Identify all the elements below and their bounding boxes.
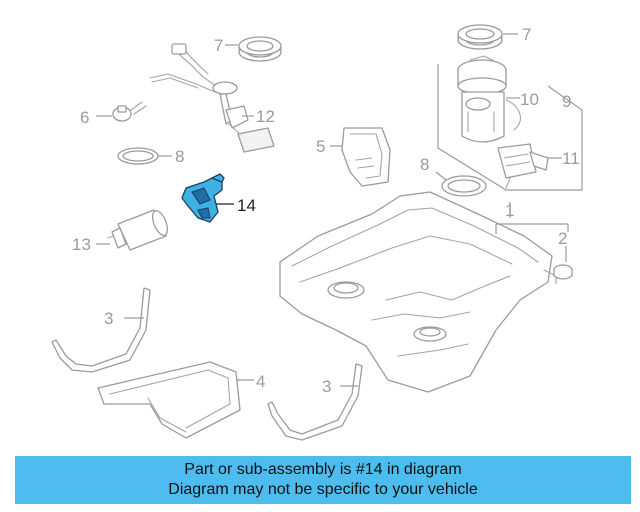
- callout-12: 12: [256, 107, 275, 126]
- banner-line-2: Diagram may not be specific to your vehi…: [168, 481, 478, 498]
- callout-1: 1: [505, 201, 514, 220]
- info-banner: Part or sub-assembly is #14 in diagram D…: [15, 456, 631, 504]
- leader-line: [435, 171, 447, 181]
- cap-part: [553, 264, 573, 280]
- shield-plate-part: [97, 361, 241, 439]
- seal-ring-part: [441, 175, 487, 197]
- callout-5: 5: [316, 137, 325, 156]
- fuel-sender-part: [149, 43, 275, 153]
- seal-ring-part: [117, 147, 159, 165]
- callout-10: 10: [520, 90, 539, 109]
- bracket-part: [341, 127, 391, 187]
- callout-2: 2: [558, 229, 567, 248]
- callout-14: 14: [237, 196, 256, 215]
- level-sender-part: [497, 143, 549, 189]
- callout-9: 9: [562, 92, 571, 111]
- callout-7-right: 7: [522, 25, 531, 44]
- callout-7: 7: [214, 36, 223, 55]
- connector-part: [112, 101, 147, 122]
- callout-6: 6: [80, 108, 89, 127]
- fuel-pump-bracket-highlighted: [181, 173, 225, 223]
- lock-ring-part: [238, 36, 282, 62]
- callout-4: 4: [256, 372, 265, 391]
- strap-part: [51, 287, 151, 373]
- lock-ring-part: [457, 24, 503, 50]
- fuel-tank-part: [279, 191, 557, 393]
- callout-3-left: 3: [104, 309, 113, 328]
- parts-diagram: 7 12 6 8 5 14: [51, 24, 583, 441]
- callout-11: 11: [562, 149, 580, 168]
- callout-8: 8: [175, 147, 184, 166]
- callout-13: 13: [72, 235, 91, 254]
- group-outline: [437, 64, 583, 191]
- fuel-pump-module-part: [457, 55, 521, 143]
- leader-line: [495, 202, 569, 234]
- callout-8-right: 8: [420, 155, 429, 174]
- banner-line-1: Part or sub-assembly is #14 in diagram: [184, 461, 462, 478]
- strap-part: [267, 363, 363, 441]
- fuel-filter-part: [107, 209, 169, 251]
- callout-3-right: 3: [322, 377, 331, 396]
